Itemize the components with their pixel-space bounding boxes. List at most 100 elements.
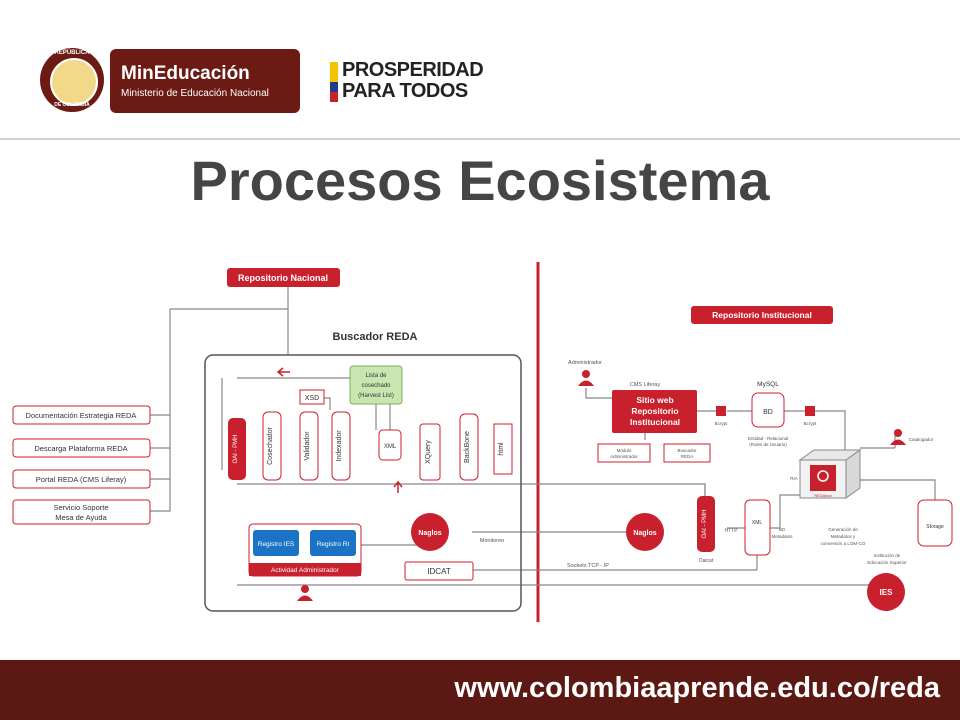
entidad-line1: Entidad - Relacional [748,436,788,441]
entidad-line2: (Roles de Usuario) [749,442,787,447]
prosperidad-logo: PROSPERIDAD PARA TODOS [342,59,484,102]
catalogador-user-icon [890,429,906,445]
indexador-label: Indexador [336,430,343,462]
sitio-web-line2: Repositorio [631,406,678,416]
lista-cosechado-line1: Lista de [365,373,387,379]
redabox-label: REDAbox [814,493,832,498]
storage-label: Storage [926,524,944,530]
buscador-reda-container [204,354,522,612]
seal-shield-icon [50,58,98,106]
actividad-admin-label: Actividad Administrador [271,567,340,574]
servicio-soporte-label: Servicio Soporte [53,503,108,512]
validador-box [299,411,319,481]
validador-label: Validador [304,431,311,461]
oaicat-label: Oaicat [699,558,714,564]
header-bar: REPÚBLICA DE COLOMBIA MinEducación Minis… [0,0,960,140]
mysql-label: MySQL [757,381,779,388]
lista-cosechado-box [349,365,403,405]
lista-cosechado-line2: cosechado [361,383,391,389]
xml-right-label: XML [752,520,763,526]
buscador-reda-label: Buscador REDA [333,331,418,343]
descarga-box [12,438,151,458]
footer-bar: www.colombiaaprende.edu.co/reda [0,660,960,720]
actividad-admin-bar [249,563,361,576]
catalogador-label: Catalogador [909,437,934,442]
oai-pmh-left-block [228,418,246,480]
buscador-small-line2: REDA [681,454,694,459]
institucion-line2: Educación Superior [867,560,907,565]
modulo-admin-line2: Administrador [610,454,638,459]
cms-liferay-label: CMS Liferay [630,382,661,388]
generacion-line3: conversión a LOM-CO [821,541,866,546]
idcat-label: IDCAT [427,567,451,576]
repositorio-nacional-label: Repositorio Nacional [238,273,328,283]
repositorio-institucional-label: Repositorio Institucional [712,310,812,320]
sitio-web-box [612,390,697,433]
prosperidad-line1: PROSPERIDAD [342,59,484,81]
modulo-admin-line1: Módulo [617,448,632,453]
seal-top-text: REPÚBLICA [54,50,90,56]
naglos-left-circle [411,513,449,551]
cosechador-box [262,411,282,481]
generacion-line1: Generación de [828,527,858,532]
portal-box [12,469,151,489]
bcrypt-right-label: Bcrypt [804,421,818,426]
registro-ri-label: Registro RI [317,541,350,548]
ies-circle [867,573,905,611]
xml-right-cylinder [744,499,771,556]
naglos-right-circle [626,513,664,551]
html-doc [493,423,513,475]
generacion-line2: Metadatos y [831,534,856,539]
repositorio-nacional-badge [227,268,340,287]
logo-title: MinEducación [121,63,250,84]
oai-pmh-left-label: OAI - PMH [233,434,239,463]
registro-ri-button [310,530,356,556]
xquery-label: XQuery [425,440,432,464]
oai-pmh-right-block [697,496,715,552]
indexador-box [331,411,351,481]
ies-label: IES [880,588,894,597]
storage-cylinder [917,499,953,547]
monitoreo-label: Monitoreo [480,538,504,544]
redabox-cube [798,449,862,499]
seal-bottom-text: DE COLOMBIA [54,102,90,108]
buscador-small-line1: Buscador [677,448,697,453]
xml-cylinder [378,429,402,461]
prosperidad-line2: PARA TODOS [342,80,468,102]
idcat-box [404,561,474,581]
administrador-user-icon [578,370,594,386]
sitio-web-line3: Institucional [630,417,680,427]
repositorio-institucional-badge [691,306,833,324]
sitio-web-line1: Sitio web [636,395,673,405]
xml-label: XML [384,444,397,450]
bd-metadatos-line1: BD [779,527,786,532]
lista-cosechado-line3: (Harvest List) [358,393,394,399]
sockets-label: Sockets TCP - IP [567,563,609,569]
backbone-box [459,413,479,481]
ria-label: RIA [790,476,798,481]
bcrypt-left-square [716,406,726,416]
descarga-label: Descarga Plataforma REDA [34,444,127,453]
bcrypt-left-label: Bcrypt [715,421,729,426]
footer-url-link[interactable]: www.colombiaaprende.edu.co/reda [454,672,940,704]
naglos-right-label: Naglos [633,530,656,537]
http-label: HTTP [724,528,738,534]
modulo-admin-box [597,443,651,463]
backbone-label: BackBone [464,431,471,463]
oai-pmh-right-label: OAI - PMH [702,509,708,538]
documentacion-box [12,405,151,425]
documentacion-label: Documentación Estrategia REDA [26,411,137,420]
colombia-flag-icon [330,62,338,102]
logo-subtitle: Ministerio de Educación Nacional [121,88,269,99]
registro-ies-label: Registro IES [258,541,295,548]
bd-label: BD [763,409,773,416]
xsd-box [299,389,325,405]
red-arrows [276,367,403,493]
left-items: Documentación Estrategia REDA Descarga P… [12,405,151,525]
xquery-box [419,423,441,481]
admin-user-icon [297,585,313,601]
html-label: html [498,442,505,456]
buscador-small-box [663,443,711,463]
page-title: Procesos Ecosistema [190,149,770,212]
